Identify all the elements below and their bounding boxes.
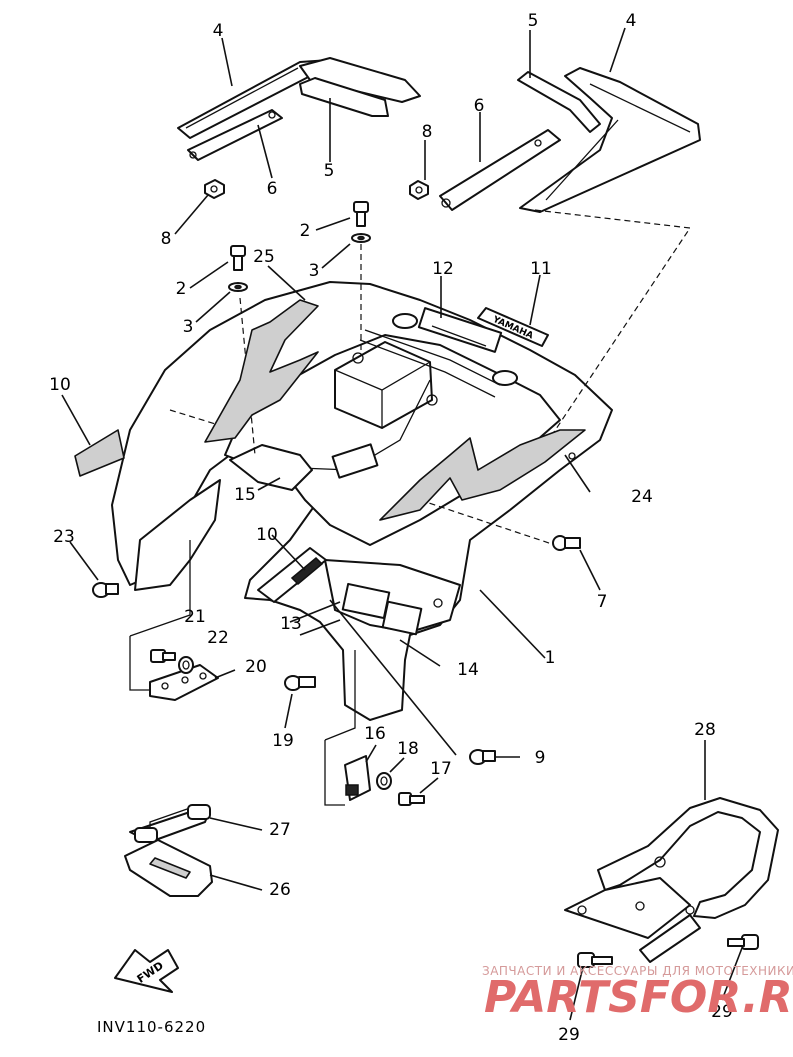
callout-27: 27 [269,820,291,840]
callout-22: 22 [207,628,229,648]
fender-stripe-24 [379,429,586,521]
callout-25: 25 [253,247,275,267]
callout-8-right: 8 [422,122,433,142]
bolt-17 [398,792,425,806]
callout-17: 17 [430,759,452,779]
callout-3-lower: 3 [183,317,194,337]
clip-16 [344,755,371,801]
callout-2-lower: 2 [176,279,187,299]
watermark-brand: PARTSFOR.RU [484,972,793,1023]
callout-18: 18 [397,739,419,759]
callout-10-lower: 10 [256,525,278,545]
left-brace-6 [187,109,283,161]
callout-26: 26 [269,880,291,900]
callout-29-left: 29 [558,1025,580,1045]
callout-7: 7 [597,592,608,612]
callout-1: 1 [545,648,556,668]
diagram-code: INV110-6220 [97,1018,206,1036]
callout-4-right: 4 [626,11,637,31]
strap-27 [129,804,211,843]
watermark-subtitle: ЗАПЧАСТИ И АКСЕССУАРЫ ДЛЯ МОТОТЕХНИКИ [482,964,793,978]
callout-5-right: 5 [528,11,539,31]
callout-8-left: 8 [161,229,172,249]
callout-29-right: 29 [711,1002,733,1022]
callout-6-left: 6 [267,179,278,199]
group-bracket-left-top [129,540,191,637]
collar-22 [178,656,194,674]
callout-23: 23 [53,527,75,547]
callout-5-left: 5 [324,161,335,181]
callout-6-right: 6 [474,96,485,116]
group-bracket-left [129,636,150,691]
callout-19: 19 [272,731,294,751]
fender-stripe-25 [204,299,319,443]
right-guard-bar-5 [517,71,601,133]
callout-28: 28 [694,720,716,740]
group-bracket-clip [324,740,345,806]
screw-7 [552,535,581,551]
callout-11: 11 [530,259,552,279]
bolt-2-lower [228,245,248,292]
screw-19 [284,675,316,691]
callout-2-upper: 2 [300,221,311,241]
callout-13: 13 [280,614,302,634]
decal-10-upper [74,429,125,477]
bolt-29-right [727,934,759,950]
callout-14: 14 [457,660,479,680]
left-nut-8 [204,179,225,199]
bolt-29-left [577,952,613,968]
collar-18 [376,772,392,790]
callout-10-upper: 10 [49,375,71,395]
right-guard-bar-4 [519,67,701,213]
grab-bar-28 [564,797,779,963]
callout-4-left: 4 [213,21,224,41]
fwd-arrow: FWD [114,949,179,993]
watermark: ЗАПЧАСТИ И АКСЕССУАРЫ ДЛЯ МОТОТЕХНИКИ PA… [482,964,793,1023]
left-guard-bar-5 [299,57,421,117]
callout-16: 16 [364,724,386,744]
callouts: 4 5 6 8 5 4 6 8 2 3 2 3 25 12 11 10 15 2… [49,11,733,1045]
decal-10-lower [257,547,327,603]
callout-12: 12 [432,259,454,279]
callout-20: 20 [245,657,267,677]
callout-24: 24 [631,487,653,507]
callout-9: 9 [535,748,546,768]
screw-9 [469,749,496,765]
rear-fender-1 [111,209,692,721]
right-brace-6 [439,129,561,211]
right-nut-8 [409,180,429,200]
bolt-2-upper [351,201,371,243]
leader-lines [61,27,743,1021]
decal-12 [431,325,487,347]
callout-3-upper: 3 [309,261,320,281]
pad-26 [124,839,213,897]
callout-21: 21 [184,607,206,627]
callout-15: 15 [234,485,256,505]
bolt-21 [150,649,176,663]
screw-23 [92,582,119,598]
group-bracket-clip-top [324,650,356,741]
